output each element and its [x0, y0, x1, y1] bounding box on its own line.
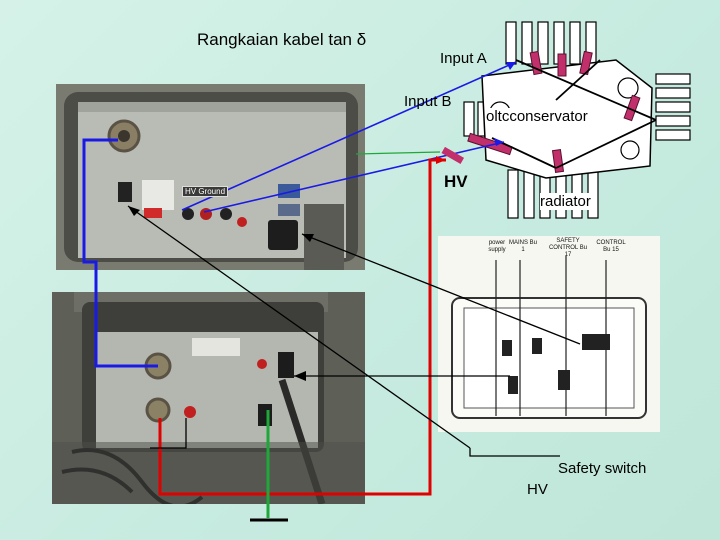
instrument-top-illustration — [56, 84, 365, 270]
instrument-photo-top — [56, 84, 365, 270]
label-radiator: radiator — [540, 193, 591, 210]
pointer-arrowhead-top — [128, 206, 140, 216]
manual-drawing — [438, 236, 660, 432]
manual-schematic: power supply MAINS Bu 1 SAFETY CONTROL B… — [438, 236, 660, 432]
black-pointer-lines — [127, 205, 581, 457]
instrument-bottom-illustration — [52, 292, 365, 504]
bottom-circle — [620, 140, 640, 160]
radiator-fins-right — [655, 73, 691, 141]
manual-label-safety-control: SAFETY CONTROL Bu 17 — [548, 238, 588, 258]
hv-bushing — [441, 146, 465, 164]
pointer-arrowhead-mid — [302, 234, 314, 242]
red-cable-hv — [158, 158, 446, 496]
instrument-photo-bottom — [52, 292, 365, 504]
blue-cable-main — [82, 138, 158, 368]
pointer-arrowhead-bottom — [294, 371, 306, 381]
input-a-arrowhead — [506, 62, 516, 70]
hv-arrowhead — [436, 156, 446, 164]
label-oltc-conservator: oltcconservator — [486, 108, 588, 125]
label-input-a: Input A — [440, 50, 487, 67]
manual-label-control: CONTROL Bu 15 — [596, 240, 626, 253]
label-safety-switch: Safety switch — [558, 460, 647, 477]
manual-label-mains: MAINS Bu 1 — [508, 240, 537, 253]
conservator-circle — [617, 77, 639, 99]
manual-label-power-supply: power supply — [488, 240, 506, 253]
label-hv-ground: HV Ground — [182, 186, 229, 197]
input-b-arrowhead — [494, 138, 504, 146]
label-hv-top: HV — [444, 172, 468, 191]
page-title: Rangkaian kabel tan δ — [197, 30, 367, 49]
label-hv-bottom: HV — [527, 481, 548, 498]
green-cable-top — [355, 151, 441, 155]
radiator-fins-top — [505, 21, 597, 65]
bushings — [467, 50, 641, 174]
label-input-b: Input B — [404, 93, 452, 110]
